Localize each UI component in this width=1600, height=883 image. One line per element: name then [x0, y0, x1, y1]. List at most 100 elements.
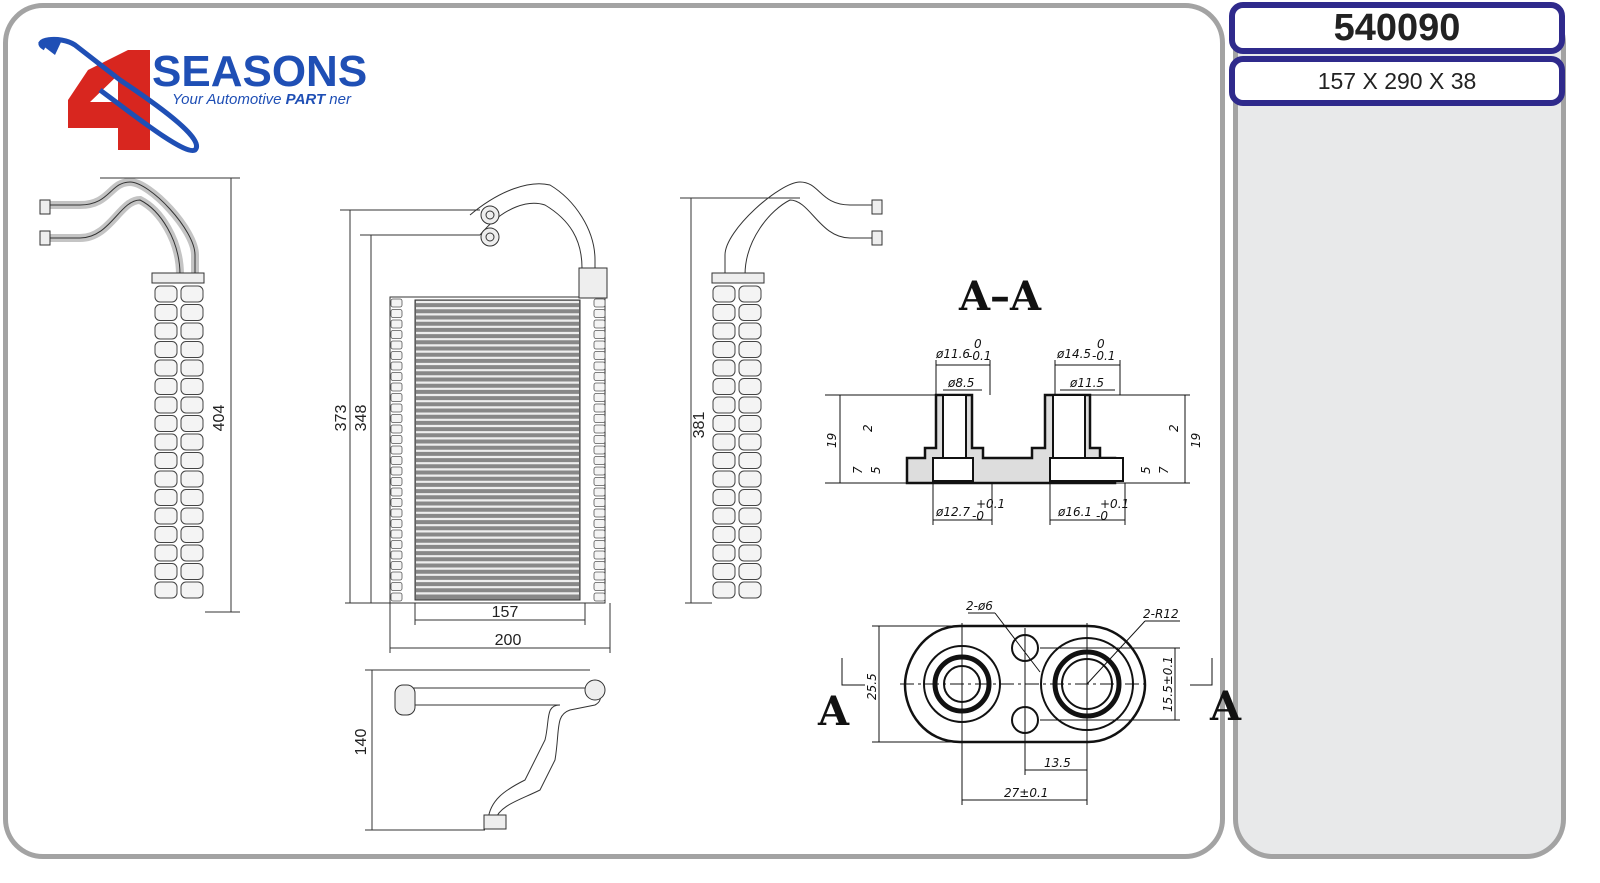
core-plate: [712, 544, 736, 562]
header-tank-segment: [390, 519, 403, 528]
dim-left-inner: ø8.5: [947, 376, 974, 390]
core-plate: [738, 433, 762, 451]
header-tank-segment: [593, 309, 606, 318]
core-plate: [154, 304, 178, 321]
core-plate: [180, 507, 204, 525]
part-dimensions: 157 X 290 X 38: [1229, 56, 1565, 106]
header-tank-segment: [390, 435, 403, 444]
dim-right-outer: ø14.5: [1056, 347, 1091, 361]
header-tank-segment: [390, 372, 403, 381]
logo-tagline: Your Automotive PART ner: [172, 91, 352, 108]
header-tank-segment: [593, 477, 606, 486]
tol: -0.1: [1092, 349, 1115, 363]
core-plate: [712, 489, 736, 506]
header-tank-segment: [593, 424, 606, 434]
core-plate: [180, 470, 204, 488]
core-plate: [712, 526, 736, 543]
dim-core-height: 348: [353, 405, 370, 432]
header-tank-segment: [390, 487, 403, 497]
header-tank-segment: [593, 498, 606, 507]
tol: -0: [972, 509, 984, 523]
header-tank-segment: [390, 414, 403, 423]
header-tank-segment: [593, 414, 606, 423]
dim-left-bottom: ø12.7: [935, 505, 970, 519]
core-plate: [154, 526, 178, 543]
tol: +0.1: [976, 497, 1005, 511]
header-tank-segment: [390, 592, 403, 602]
header-tank-segment: [593, 508, 606, 518]
core-plate: [180, 396, 204, 414]
top-view: 140: [353, 669, 606, 831]
section-mark-right: A: [1209, 683, 1242, 730]
core-plate: [154, 563, 178, 580]
dim-left-height: 404: [211, 405, 228, 432]
core-plate: [154, 415, 178, 432]
section-mark-left: A: [817, 688, 850, 735]
header-tank-segment: [390, 298, 403, 308]
core-plate: [180, 489, 204, 506]
dim-offset: 13.5: [1044, 756, 1071, 770]
dim-h2-right: 2: [1167, 424, 1181, 432]
core-plate: [180, 581, 204, 599]
header-tank-segment: [593, 340, 606, 350]
core-plate: [180, 322, 204, 340]
header-tank-segment: [390, 319, 403, 329]
left-side-view: 404: [39, 177, 240, 613]
header-tank-segment: [390, 477, 403, 486]
core-plate: [154, 322, 178, 340]
core-plate: [180, 285, 204, 303]
header-tank-segment: [390, 424, 403, 434]
core-plate: [738, 378, 762, 395]
core-plate: [712, 433, 736, 451]
core-plate: [712, 378, 736, 395]
core-plate: [154, 378, 178, 395]
dim-core-width: 157: [492, 604, 519, 621]
core-plate: [738, 452, 762, 469]
core-plate: [712, 452, 736, 469]
header-tank-segment: [593, 330, 606, 339]
core-plate: [154, 359, 178, 377]
header-tank-segment: [390, 456, 403, 465]
header-tank-segment: [390, 351, 403, 360]
header-tank-segment: [593, 445, 606, 455]
dim-h7-right: 7: [1157, 466, 1171, 474]
header-tank-segment: [390, 361, 403, 371]
header-tank-segment: [390, 445, 403, 455]
dim-right-inner: ø11.5: [1069, 376, 1104, 390]
header-tank-segment: [593, 571, 606, 581]
part-number: 540090: [1229, 2, 1565, 54]
core-plate: [738, 563, 762, 580]
header-tank-segment: [390, 498, 403, 507]
core-plate: [180, 563, 204, 580]
logo-brand: SEASONS: [152, 47, 367, 96]
dim-flange-height: 25.5: [865, 673, 879, 700]
header-tank-segment: [593, 393, 606, 402]
core-plate: [712, 359, 736, 377]
header-tank-segment: [390, 340, 403, 350]
core-plate: [180, 544, 204, 562]
core-plate: [154, 507, 178, 525]
core-plate: [738, 304, 762, 321]
core-plate: [154, 285, 178, 303]
header-tank-segment: [390, 561, 403, 570]
header-tank-segment: [593, 372, 606, 381]
header-tank-segment: [390, 529, 403, 539]
dim-h5-right: 5: [1139, 466, 1153, 474]
header-tank-segment: [593, 319, 606, 329]
core-plate: [712, 415, 736, 432]
header-tank-segment: [593, 298, 606, 308]
core-plate: [738, 322, 762, 340]
core-plate: [712, 285, 736, 303]
header-tank-segment: [390, 540, 403, 549]
core-plate: [738, 470, 762, 488]
dim-h5-left: 5: [869, 466, 883, 474]
header-tank-segment: [593, 561, 606, 570]
brand-logo: SEASONS Your Automotive PART ner: [38, 37, 367, 153]
core-plate: [154, 544, 178, 562]
core-plate: [180, 415, 204, 432]
core-plate: [180, 378, 204, 395]
header-tank-segment: [390, 508, 403, 518]
info-panel: [1233, 3, 1566, 859]
core-plate: [154, 341, 178, 358]
